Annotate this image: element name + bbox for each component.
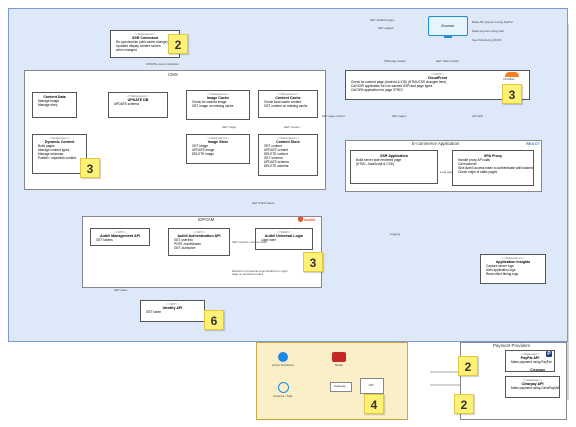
gateway-label: Gateway bbox=[334, 384, 346, 388]
azure-functions-label: Azure Functions bbox=[272, 363, 294, 367]
edge-label: UPDATE event notification bbox=[146, 62, 179, 66]
image-store-box: <<Subsystem>> Image Store GET image UPDA… bbox=[186, 134, 250, 164]
note-clearpay: 2 bbox=[454, 394, 474, 414]
edge-label: SSR page assets bbox=[384, 59, 406, 63]
cloudflare-logo-text: Cloudflare bbox=[503, 78, 515, 81]
edge-label: Logging bbox=[390, 232, 400, 236]
iam-zone-title: IDP/IAM bbox=[198, 217, 215, 222]
clearpay-api-box: <<Gateway>> Clearpay API Make payment us… bbox=[505, 376, 560, 398]
cosmos-icon bbox=[278, 382, 289, 393]
content-data-box: Content Data Manage image Manage story bbox=[32, 92, 77, 118]
api-node bbox=[360, 378, 384, 394]
edge-label: GET userinfo / access token bbox=[232, 240, 268, 244]
redis-icon bbox=[332, 352, 346, 362]
edge-label: GET image bbox=[222, 125, 237, 129]
note-backend: 4 bbox=[364, 394, 384, 414]
cosmos-label: Cosmos / SQL bbox=[273, 394, 293, 398]
spa-proxy-box: SPA Proxy Handle proxy API calls Call ba… bbox=[452, 150, 534, 186]
auth0-management-api-box: <<API>> Auth0 Management API GET tokens bbox=[90, 228, 150, 246]
edge-label: GET page content bbox=[322, 114, 345, 118]
payment-zone-title: Payment Providers bbox=[493, 343, 531, 348]
cloudfront-box: <<CDN>> CloudFront Check for cached page… bbox=[345, 70, 530, 100]
edge-label: GET /pages/ bbox=[378, 26, 394, 30]
dynamic-content-box: <<Subsystem>> Dynamic Content Build page… bbox=[32, 134, 87, 174]
note-cms: 3 bbox=[80, 158, 100, 178]
note-identity: 6 bbox=[204, 310, 224, 330]
edge-label: Send Monitoring (RUM) bbox=[472, 38, 502, 42]
ecommerce-zone-title: E-commerce Application bbox=[412, 141, 460, 146]
browser-label: Browser bbox=[441, 24, 455, 28]
note-ssr-command: 2 bbox=[168, 34, 188, 54]
content-cache-box: <<Subsystem>> Content Cache Check local … bbox=[258, 90, 318, 118]
react-logo: REACT bbox=[526, 141, 540, 146]
image-cache-box: <<Subsystem>> Image Cache Check for cach… bbox=[186, 90, 250, 120]
application-insights-box: <<Subsystem>> Application Insights Captu… bbox=[480, 254, 546, 284]
edge-label: GET content bbox=[284, 125, 300, 129]
browser-stand bbox=[444, 36, 452, 38]
edge-label: GET pages bbox=[392, 114, 407, 118]
identity-api-box: <<API>> Identity API GET token bbox=[140, 300, 205, 322]
ssr-application-box: SSR Application Build server side render… bbox=[350, 150, 438, 184]
note-iam: 3 bbox=[303, 252, 323, 272]
gateway-node bbox=[330, 382, 352, 392]
edge-label: Load page bbox=[440, 170, 454, 174]
note-cloudfront: 3 bbox=[502, 84, 522, 104]
edge-label: Make API payment using PayPal bbox=[472, 20, 513, 24]
redis-label: Redis bbox=[335, 363, 343, 367]
auth0-shield-icon bbox=[298, 217, 303, 222]
edge-label: API calls bbox=[472, 114, 483, 118]
auth0-authentication-api-box: <<API>> Auth0 Authentication API GET use… bbox=[168, 228, 230, 256]
azure-functions-icon bbox=[278, 352, 288, 362]
paypal-api-box: <<Gateway>> PayPal API Make payment usin… bbox=[505, 350, 555, 372]
clearpay-logo-text: Clearpay bbox=[530, 368, 546, 372]
browser-icon bbox=[428, 16, 468, 36]
cms-zone-title: CMS bbox=[168, 72, 178, 77]
edge-label: GET /builds/images bbox=[370, 18, 395, 22]
edge-label: Redirect to Universal Login Redirect to … bbox=[232, 269, 288, 277]
content-store-box: <<Subsystem>> Content Store GET content … bbox=[258, 134, 318, 176]
note-paypal: 2 bbox=[458, 356, 478, 376]
api-label: API bbox=[368, 383, 374, 387]
update-db-box: <<Subsystem>> UPDATE DB UPDATE schema bbox=[108, 92, 168, 118]
edge-label: GET Auth0 tokens bbox=[252, 201, 275, 205]
edge-label: Make payment using card bbox=[472, 29, 505, 33]
auth0-universal-login-box: <<Web>> Auth0 Universal Login Login form bbox=[255, 228, 313, 250]
edge-label: GET token bbox=[114, 288, 128, 292]
paypal-logo-icon: P bbox=[546, 351, 552, 357]
auth0-logo: Auth0 bbox=[304, 217, 316, 222]
cloudflare-logo-icon bbox=[505, 72, 519, 77]
edge-label: GET static content bbox=[436, 59, 459, 63]
